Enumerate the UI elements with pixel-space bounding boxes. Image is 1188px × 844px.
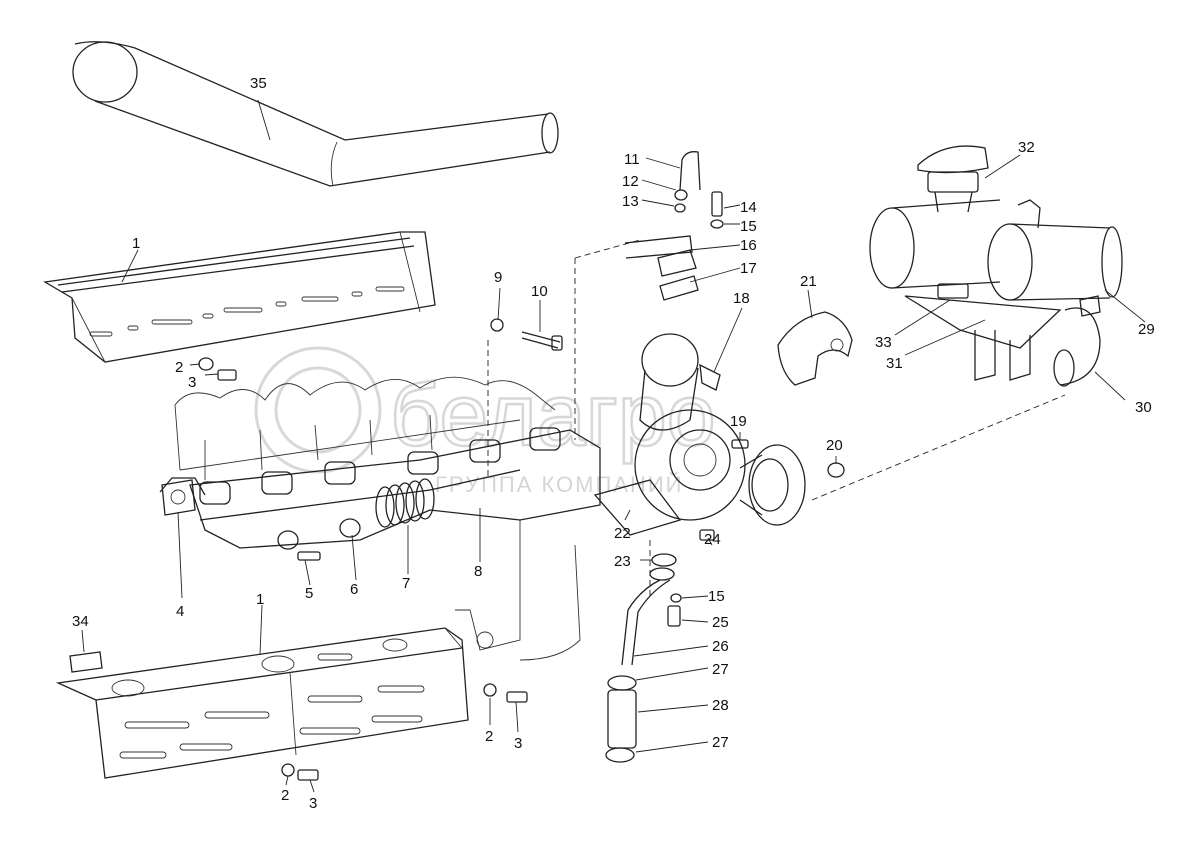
callout-27-lower: 27 xyxy=(712,734,729,751)
callout-5: 5 xyxy=(305,585,313,602)
callout-17: 17 xyxy=(740,260,757,277)
gasket-34 xyxy=(69,651,103,673)
callout-16: 16 xyxy=(740,237,757,254)
callout-27-upper: 27 xyxy=(712,661,729,678)
intake-pipe-35 xyxy=(72,41,559,187)
callout-9: 9 xyxy=(494,269,502,286)
callout-23: 23 xyxy=(614,553,631,570)
callout-3-lower: 3 xyxy=(309,795,317,812)
bracket-31-33 xyxy=(904,283,1062,381)
callout-15-lower: 15 xyxy=(708,588,725,605)
heat-shield-lower xyxy=(55,627,469,779)
fasteners xyxy=(198,318,845,781)
callout-24: 24 xyxy=(704,531,721,548)
callout-1-lower: 1 xyxy=(256,591,264,608)
callout-26: 26 xyxy=(712,638,729,655)
callout-2-middle: 2 xyxy=(485,728,493,745)
callout-29: 29 xyxy=(1138,321,1155,338)
air-cleaner-29 xyxy=(869,199,1123,301)
callout-34: 34 xyxy=(72,613,89,630)
callout-25: 25 xyxy=(712,614,729,631)
engine-block xyxy=(174,376,581,661)
callout-7: 7 xyxy=(402,575,410,592)
callout-4: 4 xyxy=(176,603,184,620)
callout-13: 13 xyxy=(622,193,639,210)
elbow-30 xyxy=(1053,295,1101,387)
callout-18: 18 xyxy=(733,290,750,307)
callout-10: 10 xyxy=(531,283,548,300)
callout-6: 6 xyxy=(350,581,358,598)
callout-3-upper: 3 xyxy=(188,374,196,391)
oil-pipe-11 xyxy=(624,151,724,301)
callout-28: 28 xyxy=(712,697,729,714)
callout-21: 21 xyxy=(800,273,817,290)
flange-4 xyxy=(161,479,196,516)
bellows-7 xyxy=(375,478,435,528)
callout-3-middle: 3 xyxy=(514,735,522,752)
callout-14: 14 xyxy=(740,199,757,216)
callout-33: 33 xyxy=(875,334,892,351)
outlet-flange xyxy=(739,444,806,526)
callout-2-lower: 2 xyxy=(281,787,289,804)
callout-31: 31 xyxy=(886,355,903,372)
callout-22: 22 xyxy=(614,525,631,542)
callout-35: 35 xyxy=(250,75,267,92)
callout-20: 20 xyxy=(826,437,843,454)
callout-12: 12 xyxy=(622,173,639,190)
watermark-brand: белагро xyxy=(390,365,716,464)
callout-1-upper: 1 xyxy=(132,235,140,252)
exhaust-manifold xyxy=(159,427,601,550)
callout-15-upper: 15 xyxy=(740,218,757,235)
shield-21 xyxy=(777,311,853,386)
heat-shield-upper xyxy=(43,231,436,363)
connection-lines xyxy=(487,239,1066,600)
callout-30: 30 xyxy=(1135,399,1152,416)
watermark: белагро ГРУППА КОМПАНИЙ xyxy=(254,346,717,497)
callout-19: 19 xyxy=(730,413,747,430)
callout-2-upper: 2 xyxy=(175,359,183,376)
turbocharger-18 xyxy=(634,333,746,521)
bracket-22 xyxy=(593,479,682,536)
leader-lines xyxy=(81,99,1146,793)
callout-32: 32 xyxy=(1018,139,1035,156)
watermark-subtitle: ГРУППА КОМПАНИЙ xyxy=(435,472,684,497)
callout-8: 8 xyxy=(474,563,482,580)
drain-pipe-26 xyxy=(605,553,682,763)
precleaner-cap-32 xyxy=(917,145,989,213)
callout-11: 11 xyxy=(624,151,640,168)
callout-labels: 35 1 2 3 4 5 6 7 8 9 10 11 12 13 14 15 1… xyxy=(72,75,1155,812)
